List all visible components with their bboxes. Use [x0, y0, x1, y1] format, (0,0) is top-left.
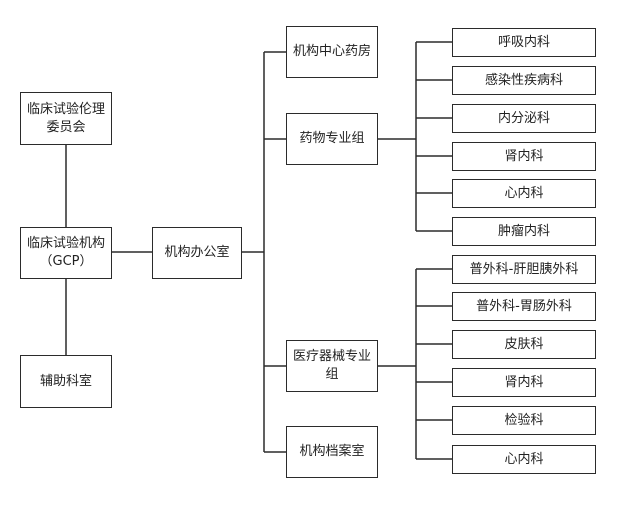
device-dept-label: 肾内科	[504, 374, 544, 390]
device-group-label: 医疗器械专业组	[292, 349, 371, 382]
device-dept-box: 肾内科	[452, 368, 596, 397]
ethics-committee-label: 临床试验伦理委员会	[26, 101, 105, 135]
ethics-committee-box: 临床试验伦理委员会	[20, 92, 112, 145]
drug-dept-label: 内分泌科	[497, 110, 550, 126]
device-group-box: 医疗器械专业组	[286, 340, 378, 392]
device-dept-box: 普外科-肝胆胰外科	[452, 255, 596, 284]
device-dept-label: 心内科	[504, 451, 544, 467]
device-dept-label: 普外科-胃肠外科	[476, 298, 572, 314]
central-pharmacy-label: 机构中心药房	[292, 44, 371, 59]
drug-group-label: 药物专业组	[299, 131, 365, 146]
device-dept-label: 检验科	[504, 412, 544, 428]
drug-dept-box: 肿瘤内科	[452, 217, 596, 246]
drug-dept-box: 感染性疾病科	[452, 66, 596, 95]
drug-dept-box: 心内科	[452, 179, 596, 208]
institution-office-label: 机构办公室	[164, 245, 230, 260]
drug-dept-label: 肿瘤内科	[497, 223, 550, 239]
drug-dept-box: 呼吸内科	[452, 28, 596, 57]
device-dept-box: 普外科-胃肠外科	[452, 292, 596, 321]
drug-dept-label: 呼吸内科	[497, 34, 550, 50]
drug-group-box: 药物专业组	[286, 113, 378, 165]
archive-room-label: 机构档案室	[299, 444, 365, 459]
drug-dept-box: 肾内科	[452, 142, 596, 171]
device-dept-box: 心内科	[452, 445, 596, 474]
central-pharmacy-box: 机构中心药房	[286, 26, 378, 78]
auxiliary-dept-box: 辅助科室	[20, 355, 112, 408]
drug-dept-box: 内分泌科	[452, 104, 596, 133]
device-dept-label: 普外科-肝胆胰外科	[469, 261, 579, 277]
auxiliary-dept-label: 辅助科室	[39, 373, 92, 389]
device-dept-box: 检验科	[452, 406, 596, 435]
gcp-institution-label: 临床试验机构（GCP）	[26, 236, 105, 269]
drug-dept-label: 心内科	[504, 185, 544, 201]
device-dept-label: 皮肤科	[504, 336, 544, 352]
device-dept-box: 皮肤科	[452, 330, 596, 359]
drug-dept-label: 肾内科	[504, 148, 544, 164]
archive-room-box: 机构档案室	[286, 426, 378, 478]
institution-office-box: 机构办公室	[152, 227, 242, 279]
gcp-institution-box: 临床试验机构（GCP）	[20, 227, 112, 279]
drug-dept-label: 感染性疾病科	[484, 72, 563, 88]
